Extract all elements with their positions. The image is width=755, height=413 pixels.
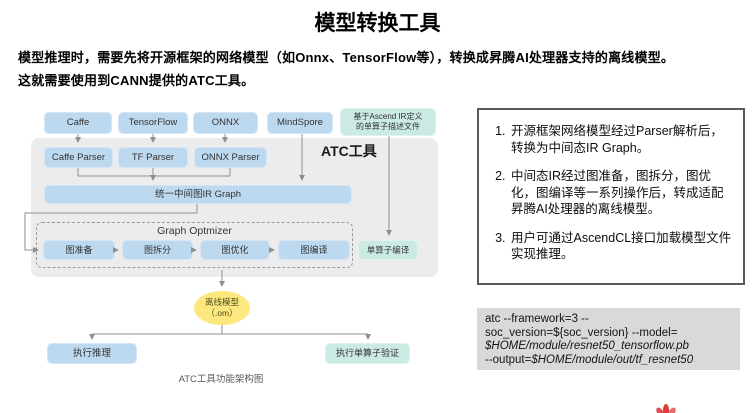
node-mindspore: MindSpore: [267, 112, 333, 134]
node-graph-split: 图拆分: [122, 240, 193, 260]
graph-optimizer-title: Graph Optmizer: [157, 225, 232, 237]
note-item-3: 用户可通过AscendCL接口加载模型文件实现推理。: [509, 230, 735, 263]
intro-text-line-1: 模型推理时，需要先将开源框架的网络模型（如Onnx、TensorFlow等），转…: [18, 50, 675, 65]
atc-tool-label: ATC工具: [321, 143, 377, 159]
node-caffe-parser: Caffe Parser: [44, 147, 113, 168]
node-onnx: ONNX: [193, 112, 258, 134]
om-line-2: （.om）: [206, 308, 238, 318]
code-line-4: --output=$HOME/module/out/tf_resnet50: [485, 353, 694, 366]
om-line-1: 离线模型: [204, 296, 239, 307]
note-item-1: 开源框架网络模型经过Parser解析后，转换为中间态IR Graph。: [509, 123, 735, 156]
op-desc-line-2: 的单算子描述文件: [356, 122, 420, 131]
node-graph-compile: 图编译: [278, 240, 350, 260]
code-line-3: $HOME/module/resnet50_tensorflow.pb: [485, 340, 689, 353]
node-caffe: Caffe: [44, 112, 112, 134]
atc-command-code-block: atc --framework=3 -- soc_version=${soc_v…: [477, 308, 740, 370]
node-run-op-verify: 执行单算子验证: [325, 343, 410, 364]
op-desc-line-1: 基于Ascend IR定义: [353, 112, 423, 122]
node-tf-parser: TF Parser: [118, 147, 188, 168]
node-ir-graph: 统一中间图IR Graph: [44, 185, 352, 204]
node-run-inference: 执行推理: [47, 343, 137, 364]
notes-panel: 开源框架网络模型经过Parser解析后，转换为中间态IR Graph。 中间态I…: [477, 108, 745, 285]
huawei-logo-icon: [656, 404, 676, 413]
node-onnx-parser: ONNX Parser: [194, 147, 267, 168]
note-item-2: 中间态IR经过图准备，图拆分，图优化，图编译等一系列操作后，转成适配昇腾AI处理…: [509, 168, 735, 218]
diagram-caption: ATC工具功能架构图: [178, 374, 264, 385]
notes-list: 开源框架网络模型经过Parser解析后，转换为中间态IR Graph。 中间态I…: [509, 123, 735, 263]
node-offline-model: 离线模型 （.om）: [194, 291, 250, 325]
page-title: 模型转换工具: [314, 12, 441, 35]
code-line-2: soc_version=${soc_version} --model=: [485, 326, 678, 339]
node-tensorflow: TensorFlow: [118, 112, 188, 134]
code-line-1: atc --framework=3 --: [485, 313, 589, 325]
node-single-op-compile: 单算子编译: [358, 240, 418, 260]
node-graph-prepare: 图准备: [43, 240, 115, 260]
node-graph-optimize: 图优化: [200, 240, 270, 260]
huawei-logo-partial: [650, 404, 688, 413]
intro-text-line-2: 这就需要使用到CANN提供的ATC工具。: [18, 73, 255, 88]
node-op-description-file: 基于Ascend IR定义 的单算子描述文件: [340, 108, 436, 136]
